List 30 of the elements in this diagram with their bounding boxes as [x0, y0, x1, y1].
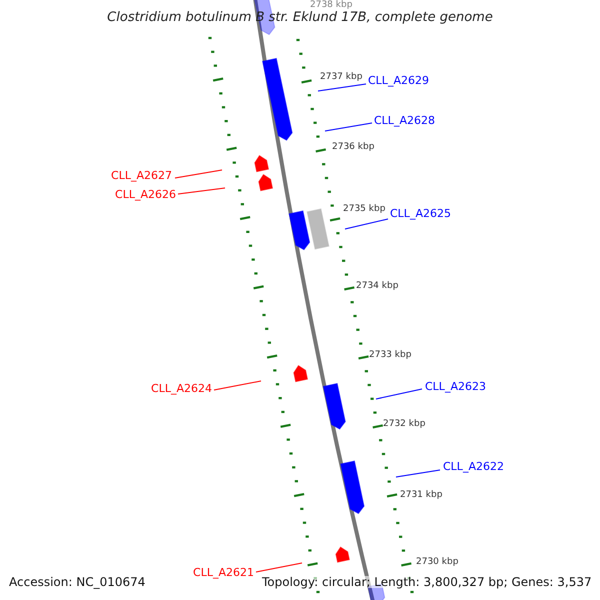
scale-label: 2731 kbp: [400, 491, 442, 500]
leader-line: [324, 122, 372, 132]
scale-label: 2738 kbp: [310, 1, 352, 10]
scale-label: 2734 kbp: [356, 282, 398, 291]
leader-line: [178, 188, 226, 194]
gene-label: CLL_A2621: [193, 567, 254, 578]
scale-label: 2733 kbp: [369, 351, 412, 360]
gene-label: CLL_A2626: [115, 189, 176, 200]
leader-line: [174, 170, 222, 178]
gene-label: CLL_A2629: [368, 75, 429, 86]
leader-line: [318, 84, 366, 92]
gene-label: CLL_A2622: [443, 461, 504, 472]
gene-label: CLL_A2628: [374, 115, 435, 126]
leader-line: [214, 380, 262, 390]
gene-label: CLL_A2625: [390, 208, 451, 219]
scale-label: 2730 kbp: [416, 558, 458, 567]
leader-line: [376, 388, 422, 400]
scale-label: 2735 kbp: [343, 205, 386, 214]
scale-label: 2732 kbp: [383, 420, 426, 429]
scale-label: 2737 kbp: [320, 73, 362, 82]
gene-label: CLL_A2627: [111, 170, 172, 181]
genome-info-text: Topology: circular; Length: 3,800,327 bp; Genes: 3,537: [262, 576, 592, 588]
scale-label: 2736 kbp: [332, 143, 374, 152]
gene-label: CLL_A2624: [151, 383, 212, 394]
leader-line: [256, 562, 302, 572]
accession-text: Accession: NC_010674: [9, 576, 146, 588]
leader-line: [396, 470, 440, 478]
title: Clostridium botulinum B str. Eklund 17B, complete genome: [106, 11, 494, 24]
gene-label: CLL_A2623: [425, 381, 486, 392]
leader-line: [344, 218, 388, 230]
